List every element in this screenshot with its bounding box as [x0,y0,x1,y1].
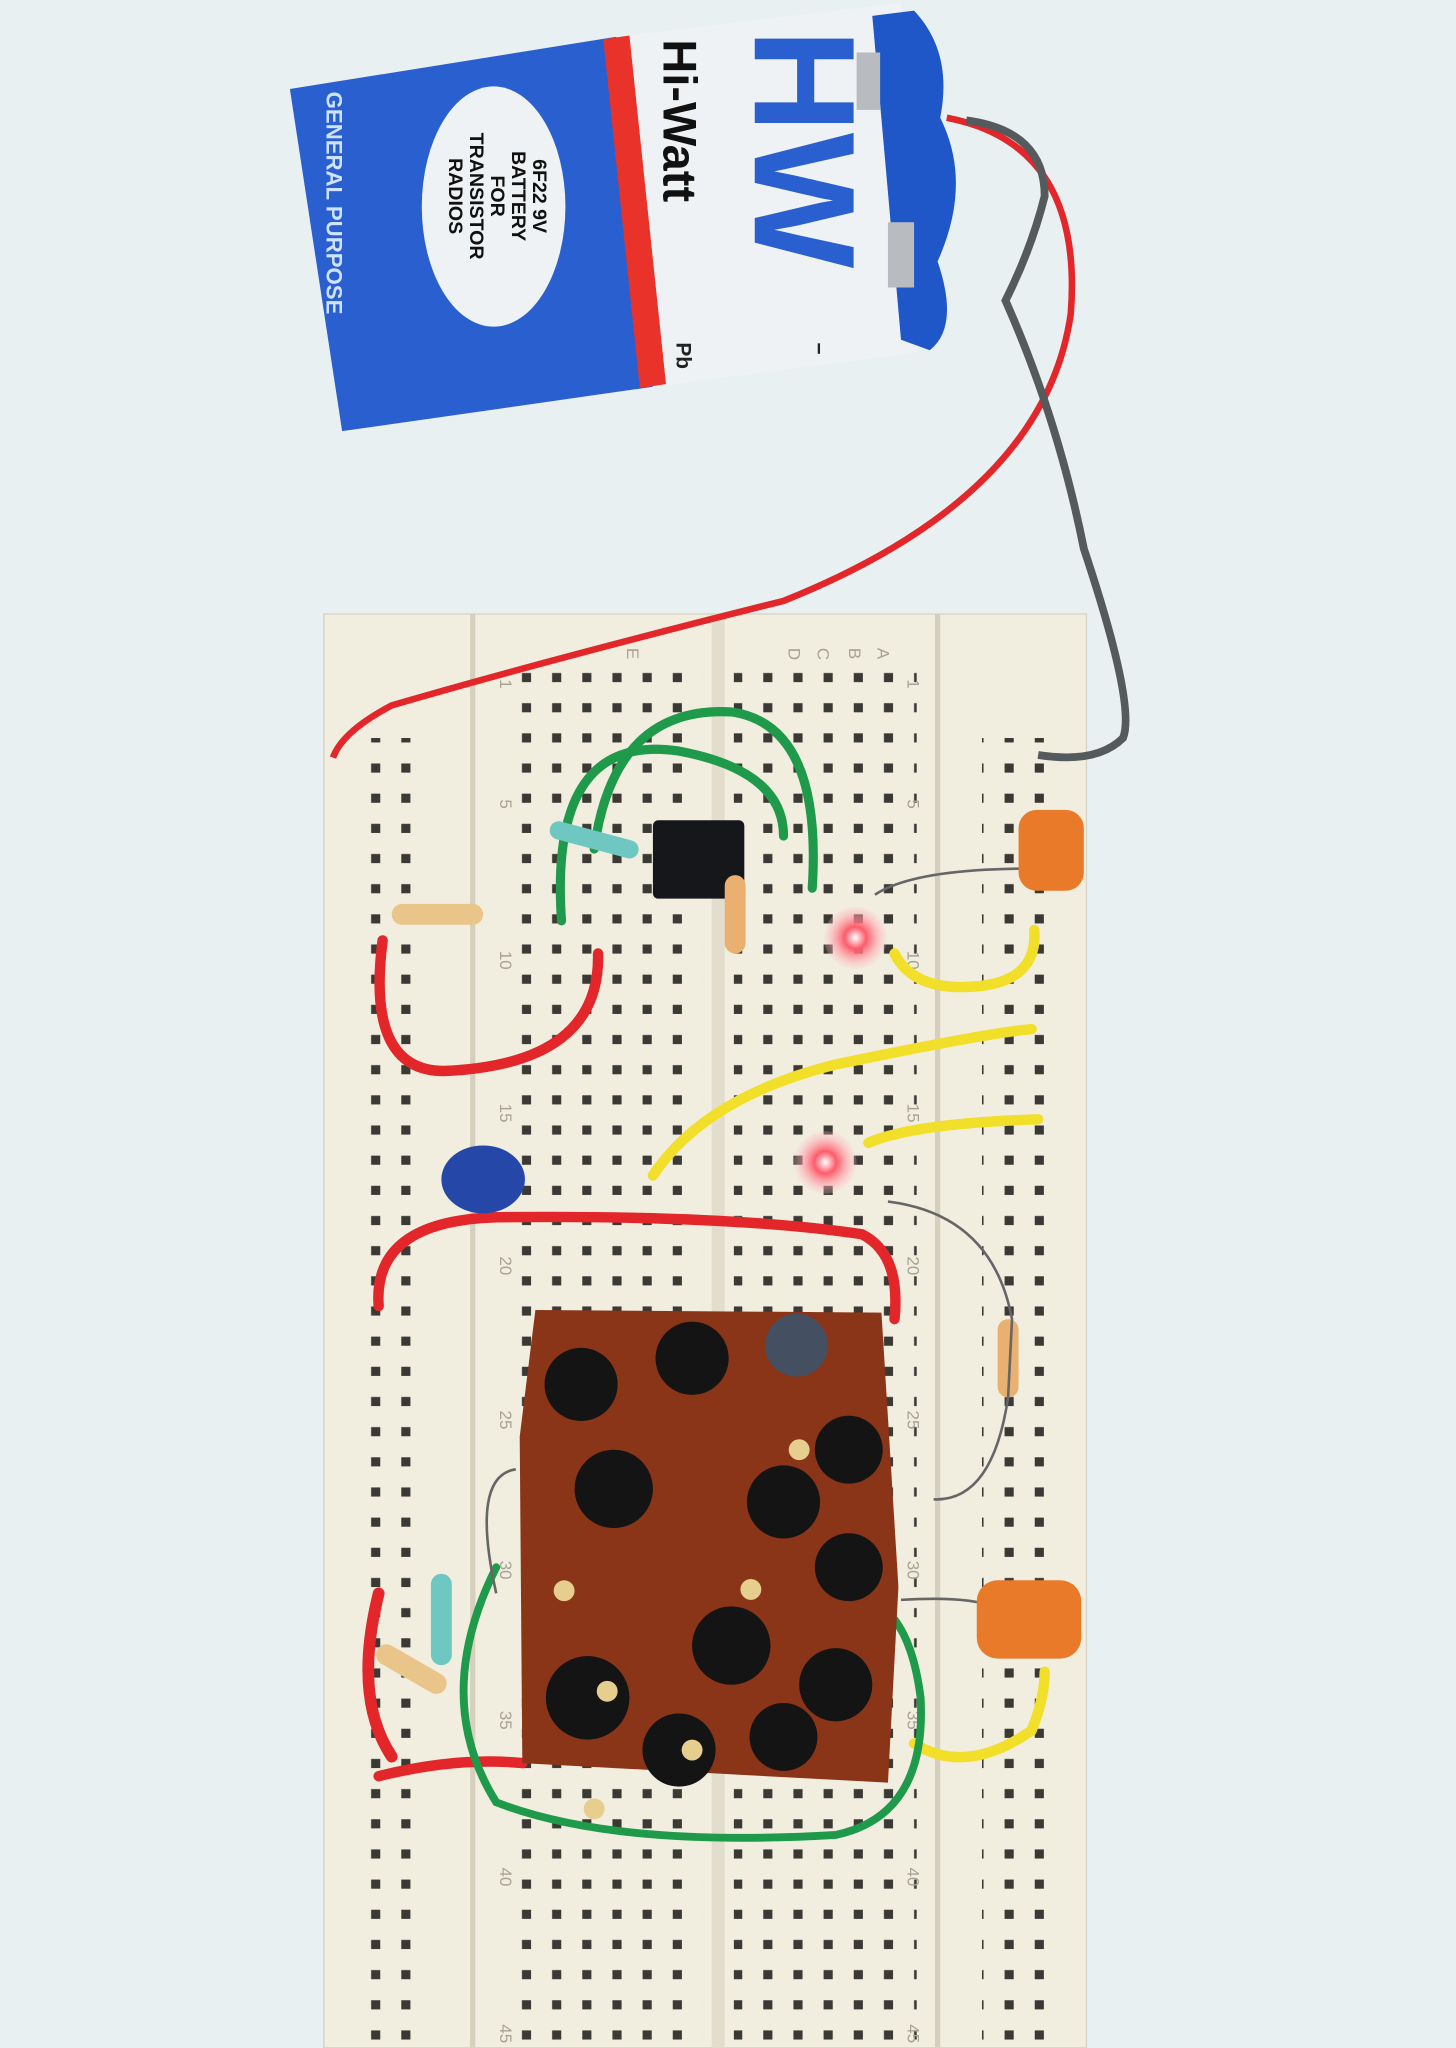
resistor [430,1573,452,1666]
electrolytic-capacitor [1018,809,1084,891]
row-number: 25 [496,1411,515,1430]
red-jumper [374,935,604,1077]
row-number: 5 [904,799,923,808]
electrolytic-capacitor [976,1580,1082,1659]
pcb-module [519,1309,899,1820]
resistor [724,875,746,954]
battery-model-3: FOR [486,175,508,216]
brand-name: Hi-Watt [653,39,706,202]
green-jumper [589,707,818,893]
row-number: 15 [496,1104,515,1123]
row-number: 1 [904,679,923,688]
resistors [376,821,1019,1694]
row-number: 15 [904,1104,923,1123]
row-number: 1 [496,679,515,688]
row-number: 30 [904,1561,923,1580]
column-letter: A [874,648,893,660]
row-number: 25 [904,1411,923,1430]
battery-model-4: TRANSISTOR [465,133,487,260]
red-jumper [362,1587,398,1763]
row-number: 40 [904,1868,923,1887]
red-jumper [373,1756,528,1782]
yellow-jumper [863,1114,1044,1149]
resistor [376,1644,447,1694]
row-number: 5 [496,799,515,808]
battery-model-1: 6F22 9V [528,159,550,233]
red-jumper [373,1211,901,1325]
pb-mark: Pb [671,342,694,369]
yellow-jumper [908,1666,1050,1763]
row-number: 35 [496,1711,515,1730]
component-leads [485,867,1032,1608]
black-battery-lead [965,116,1130,762]
resistor [549,821,639,859]
battery-terminal [887,222,915,288]
electrolytic-capacitor [441,1145,525,1214]
red-led [823,906,887,970]
resistor [391,903,484,925]
battery-model-5: RADIOS [444,158,466,234]
column-letter: E [623,648,642,659]
ceramic-capacitors [553,1439,810,1820]
battery-snap-connector [872,10,956,351]
yellow-jumper [889,924,1040,993]
row-number: 20 [904,1256,923,1275]
row-number: 20 [496,1256,515,1275]
battery-terminal [856,52,881,110]
red-battery-lead [329,114,1076,759]
column-letter: B [845,648,864,659]
green-jumper [459,1563,925,1842]
minus-terminal-mark: − [807,342,830,354]
row-number: 45 [496,2024,515,2043]
row-number: 10 [496,951,515,970]
label-oval [421,86,566,327]
column-letters: E D C B A [623,648,893,660]
row-number: 40 [496,1868,515,1887]
column-letter: D [785,648,804,660]
row-number: 45 [904,2024,923,2043]
red-led [793,1131,857,1194]
jumper-wires [362,707,1050,1842]
column-letter: C [813,648,832,660]
yellow-jumper [647,1023,1037,1181]
power-rail-left-holes [363,738,429,2044]
battery-9v: GENERAL PURPOSE 6F22 9V BATTERY FOR TRAN… [289,2,956,432]
ic-chip [652,820,745,899]
transistors [544,1313,883,1787]
battery-model-2: BATTERY [507,151,529,241]
row-number: 30 [496,1561,515,1580]
resistor [997,1319,1019,1398]
battery-category: GENERAL PURPOSE [321,92,346,315]
